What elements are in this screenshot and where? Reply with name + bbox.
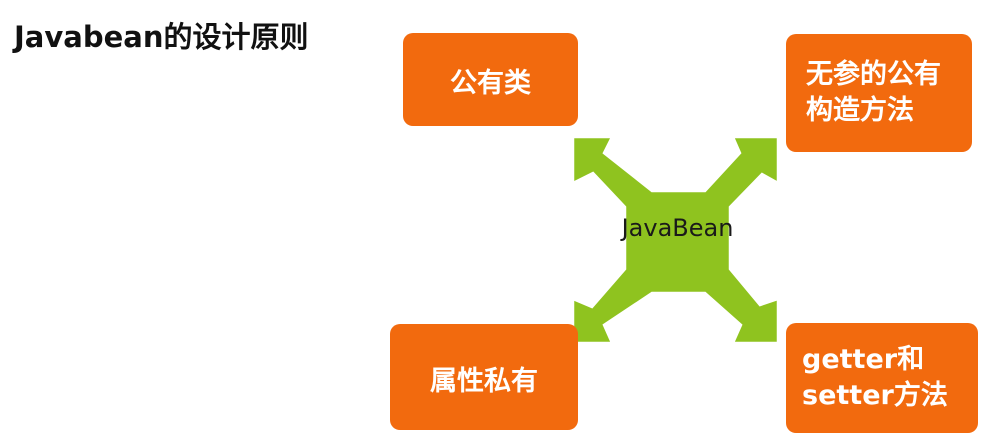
principle-text-line2: setter方法 bbox=[802, 380, 948, 411]
principle-text-line1: 无参的公有 bbox=[806, 59, 941, 90]
principle-text-line1: getter和 bbox=[802, 344, 925, 375]
principle-box-getter-setter: getter和 setter方法 bbox=[786, 323, 978, 433]
center-label: JavaBean bbox=[621, 214, 734, 242]
page-title: Javabean的设计原则 bbox=[14, 20, 309, 54]
principle-box-private-properties: 属性私有 bbox=[390, 324, 578, 430]
principle-box-no-arg-constructor: 无参的公有 构造方法 bbox=[786, 34, 972, 152]
principle-text: 公有类 bbox=[450, 67, 531, 99]
principle-box-public-class: 公有类 bbox=[403, 33, 578, 126]
principle-text-line2: 构造方法 bbox=[806, 95, 914, 126]
principle-text: 属性私有 bbox=[430, 366, 538, 397]
four-way-arrow-star bbox=[571, 135, 780, 345]
